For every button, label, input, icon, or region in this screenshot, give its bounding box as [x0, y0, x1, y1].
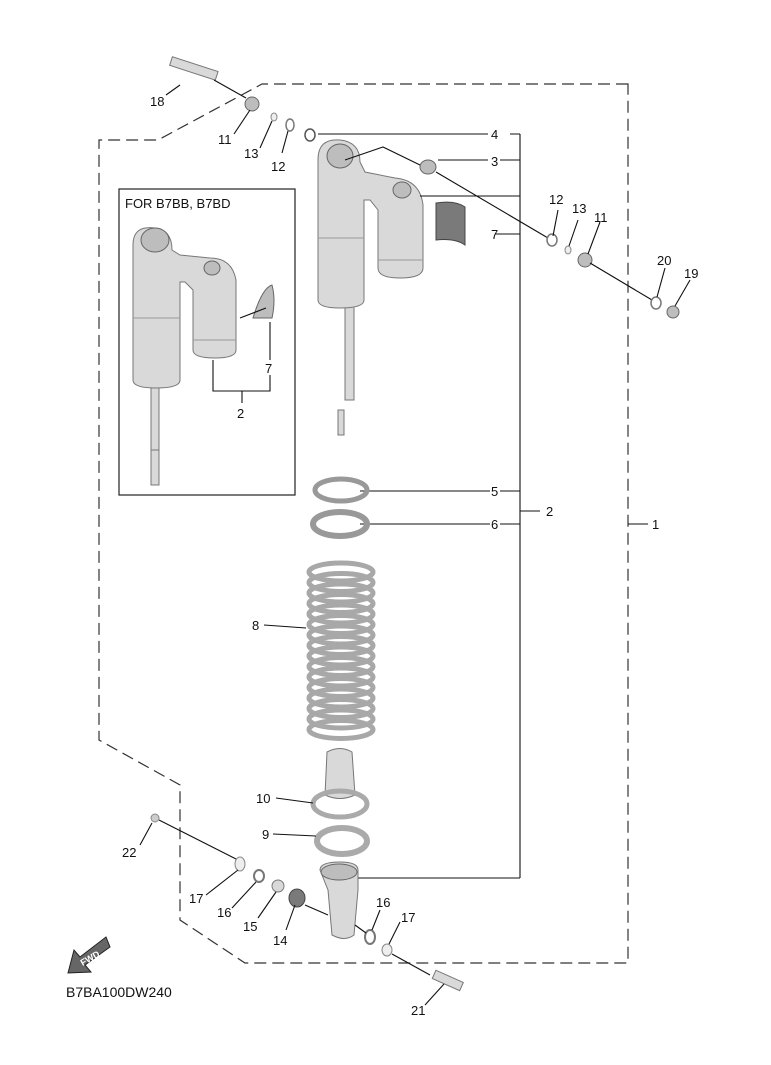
spring-coil: [306, 718, 376, 741]
inset-callout-7: 7: [265, 361, 272, 376]
seal-part-12-right: [546, 233, 558, 247]
seal-part-16-right: [364, 929, 376, 945]
callout-17-right: 17: [401, 910, 415, 925]
collar-part-11-right: [577, 252, 593, 268]
bushing-part-3: [419, 159, 437, 175]
assembly-outline: [98, 83, 629, 964]
spring-coil: [306, 571, 376, 594]
nut-part-22: [150, 813, 160, 823]
callout-11-top: 11: [218, 132, 232, 147]
collar-part-15: [271, 879, 285, 893]
callout-22: 22: [122, 845, 136, 860]
callout-16-right: 16: [376, 895, 390, 910]
callout-4: 4: [491, 127, 498, 142]
bearing-part-13-right: [564, 245, 572, 255]
callout-10: 10: [256, 791, 270, 806]
callout-20: 20: [657, 253, 671, 268]
callout-1: 1: [652, 517, 659, 532]
shock-body: [317, 139, 424, 436]
seal-part-12-top: [285, 118, 295, 132]
inset-callout-2: 2: [237, 406, 244, 421]
callout-7: 7: [491, 227, 498, 242]
drawing-code: B7BA100DW240: [66, 984, 172, 1000]
cover-part-7: [435, 201, 466, 246]
callout-15: 15: [243, 919, 257, 934]
inset-box: [118, 188, 296, 496]
callout-11-right: 11: [594, 210, 608, 225]
callout-9: 9: [262, 827, 269, 842]
spring-coil: [306, 707, 376, 731]
callout-8: 8: [252, 618, 259, 633]
washer-part-17-left: [234, 856, 246, 872]
bearing-part-13-top: [270, 112, 278, 122]
inset-title: FOR B7BB, B7BD: [125, 196, 230, 211]
adjuster-part-6: [310, 509, 370, 539]
callout-12-right: 12: [549, 192, 563, 207]
spring-coil: [306, 655, 376, 678]
spring-coil: [306, 697, 376, 720]
bearing-part-14: [288, 888, 306, 908]
circlip-part-4: [304, 128, 316, 142]
fwd-arrow-icon: FWD: [67, 936, 111, 974]
callout-14: 14: [273, 933, 287, 948]
spring-part-8: [306, 560, 376, 741]
spring-coil: [306, 581, 376, 605]
callout-19: 19: [684, 266, 698, 281]
inset-shock-body: [132, 227, 237, 486]
locknut-part-5: [312, 476, 370, 504]
spring-seat-part-10: [310, 788, 370, 820]
spring-coil: [306, 613, 376, 636]
callout-13-right: 13: [572, 201, 586, 216]
callout-6: 6: [491, 517, 498, 532]
spring-coil: [306, 665, 376, 689]
spring-guide-part-9: [314, 825, 370, 857]
spring-coil: [306, 602, 376, 626]
collar-part-11-top: [244, 96, 260, 112]
washer-part-17-right: [381, 943, 393, 957]
lower-clevis: [319, 861, 359, 939]
callout-5: 5: [491, 484, 498, 499]
spring-coil: [306, 644, 376, 668]
callout-18: 18: [150, 94, 164, 109]
callout-17-left: 17: [189, 891, 203, 906]
callout-13-top: 13: [244, 146, 258, 161]
spring-coil: [306, 686, 376, 710]
spring-coil: [306, 634, 376, 657]
callout-3: 3: [491, 154, 498, 169]
callout-12-top: 12: [271, 159, 285, 174]
callout-21: 21: [411, 1003, 425, 1018]
inset-cover-part: [252, 284, 275, 319]
seal-part-16-left: [253, 869, 265, 883]
washer-part-20: [650, 296, 662, 310]
callout-16-left: 16: [217, 905, 231, 920]
bolt-part-21: [431, 969, 464, 992]
spring-coil: [306, 676, 376, 699]
bolt-part-18: [168, 56, 219, 81]
nut-part-19: [666, 305, 680, 319]
spring-coil: [306, 592, 376, 615]
spring-coil: [306, 623, 376, 647]
spring-coil: [306, 560, 376, 584]
callout-2: 2: [546, 504, 553, 519]
